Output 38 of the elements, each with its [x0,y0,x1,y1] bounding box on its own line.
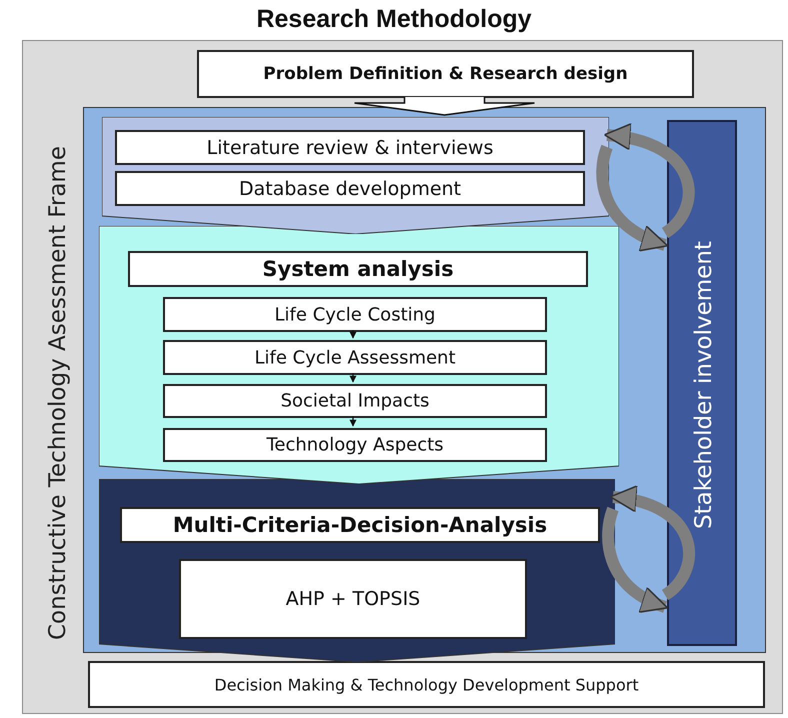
process-box [163,297,547,332]
box-label: Database development [238,178,462,200]
box-label: Multi-Criteria-Decision-Analysis [172,513,548,537]
box-label: System analysis [261,257,455,281]
phase-panel [99,479,615,662]
process-box [163,384,547,418]
phase-panel [99,226,619,484]
process-box [115,171,585,206]
box-label: Life Cycle Assessment [253,347,457,368]
box-label: Societal Impacts [280,390,430,412]
box-label: Decision Making & Technology Development Support [213,675,640,694]
curved-arrow [596,145,668,251]
process-box [88,661,765,708]
phase-panel [102,117,609,234]
box-label: Problem Definition & Research design [262,64,629,84]
box-label: Technology Aspects [265,434,445,456]
vertical-label: Constructive Technology Asessment Frame [44,145,72,642]
process-box [115,130,585,165]
arrow [350,330,356,339]
arrow [350,373,356,383]
process-box [120,507,600,543]
box-label: Life Cycle Costing [274,304,436,325]
process-box [163,428,547,462]
process-box [128,251,588,287]
stakeholder-band [667,120,737,646]
curved-arrow [602,507,668,613]
process-box [179,559,527,639]
curved-arrow [610,486,695,600]
diagram-title: Research Methodology [255,5,533,34]
block-arrow [354,96,536,116]
box-label: Literature review & interviews [206,136,494,158]
arrow [350,416,356,427]
frame-panel [22,40,783,714]
process-box [163,340,547,375]
vertical-label: Stakeholder involvement [690,240,718,531]
process-box [197,50,694,98]
curved-arrow [604,124,694,238]
box-label: AHP + TOPSIS [284,588,422,610]
